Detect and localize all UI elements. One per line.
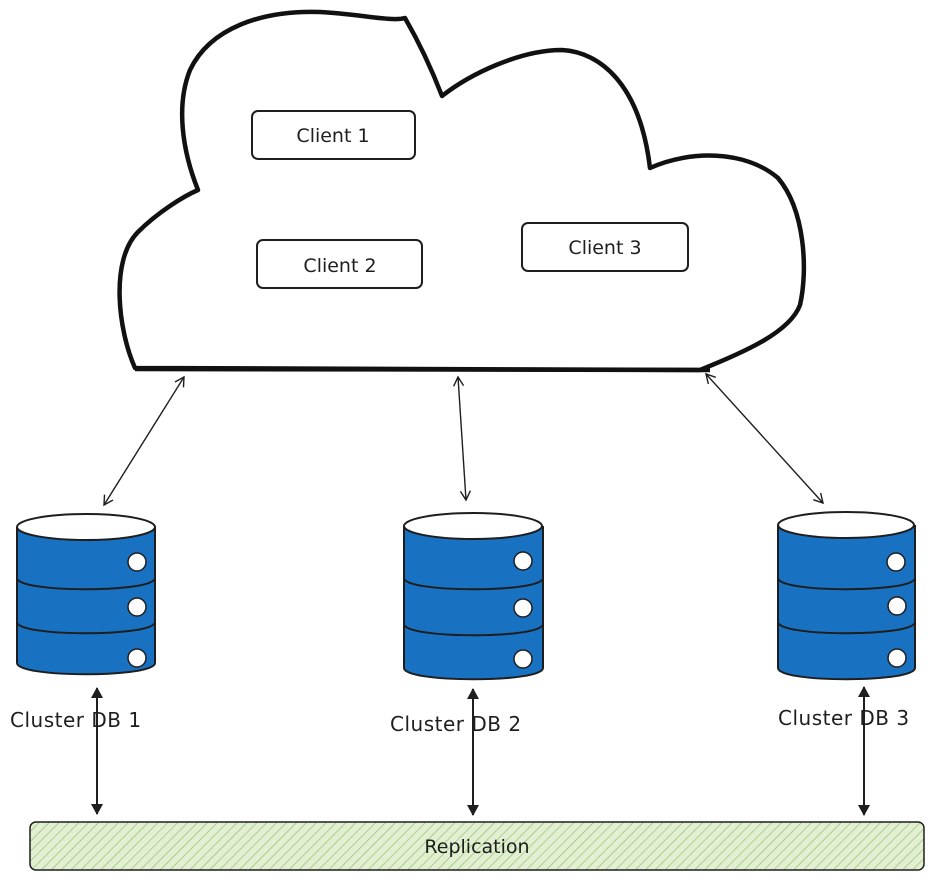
cloud-db1-arrow [103, 375, 185, 507]
cloud-db2-arrow [452, 375, 472, 502]
client-box [521, 222, 689, 272]
client-label: Client 3 [568, 237, 641, 259]
cloud-base-line [134, 366, 711, 373]
client-label: Client 2 [303, 255, 376, 277]
client-label: Client 1 [296, 125, 369, 147]
client-box [256, 239, 423, 289]
client-box [251, 110, 416, 160]
client-node: Client 2 [256, 239, 423, 289]
database-icon [777, 511, 916, 681]
client-node: Client 3 [521, 222, 689, 272]
replication-box [29, 821, 925, 871]
db-label: Cluster DB 2 [390, 712, 522, 736]
replication-label: Replication [424, 836, 529, 858]
cloud-shape [117, 9, 807, 373]
database-icon [16, 513, 156, 676]
client-node: Client 1 [251, 110, 416, 160]
db-label: Cluster DB 1 [10, 708, 142, 732]
db-label: Cluster DB 3 [778, 706, 910, 730]
database-icon [403, 512, 544, 681]
cloud-db3-arrow [705, 372, 824, 505]
replication-bar: Replication [29, 821, 925, 871]
